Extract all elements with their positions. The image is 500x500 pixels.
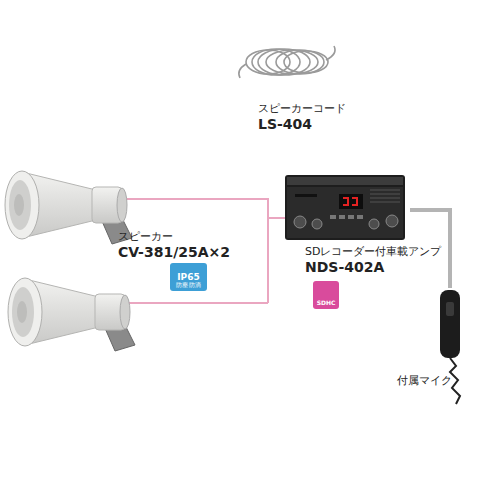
cord-label-box: スピーカーコード LS-404 <box>240 35 370 135</box>
ip-rating-badge: IP65防塵 防滴 <box>170 263 207 291</box>
speaker-wire <box>268 217 285 219</box>
part-caption: スピーカーコード <box>258 103 346 115</box>
sdhc-badge: SDHC <box>313 281 339 309</box>
part-caption: 付属マイク <box>397 375 452 387</box>
amplifier-box: SDレコーダー付車載アンプNDS-402ASDHC <box>285 170 410 315</box>
part-caption: スピーカー <box>118 231 173 243</box>
badge-text: IP65 <box>177 273 199 283</box>
mic-cable <box>410 210 450 288</box>
speaker-group: スピーカー CV-381/25A×2IP65防塵 防滴 <box>0 160 268 360</box>
horn-speaker <box>8 278 135 351</box>
horn-speaker <box>5 171 132 244</box>
amplifier-unit <box>285 175 405 240</box>
part-caption: SDレコーダー付車載アンプ <box>305 246 441 258</box>
model-number: LS-404 <box>258 117 312 132</box>
model-number: NDS-402A <box>305 260 384 275</box>
model-number: CV-381/25A×2 <box>118 245 230 260</box>
microphone-box: 付属マイク <box>392 288 492 388</box>
badge-text: SDHC <box>317 300 336 307</box>
badge-text: 防塵 防滴 <box>176 282 202 289</box>
cord-coil <box>239 46 335 78</box>
